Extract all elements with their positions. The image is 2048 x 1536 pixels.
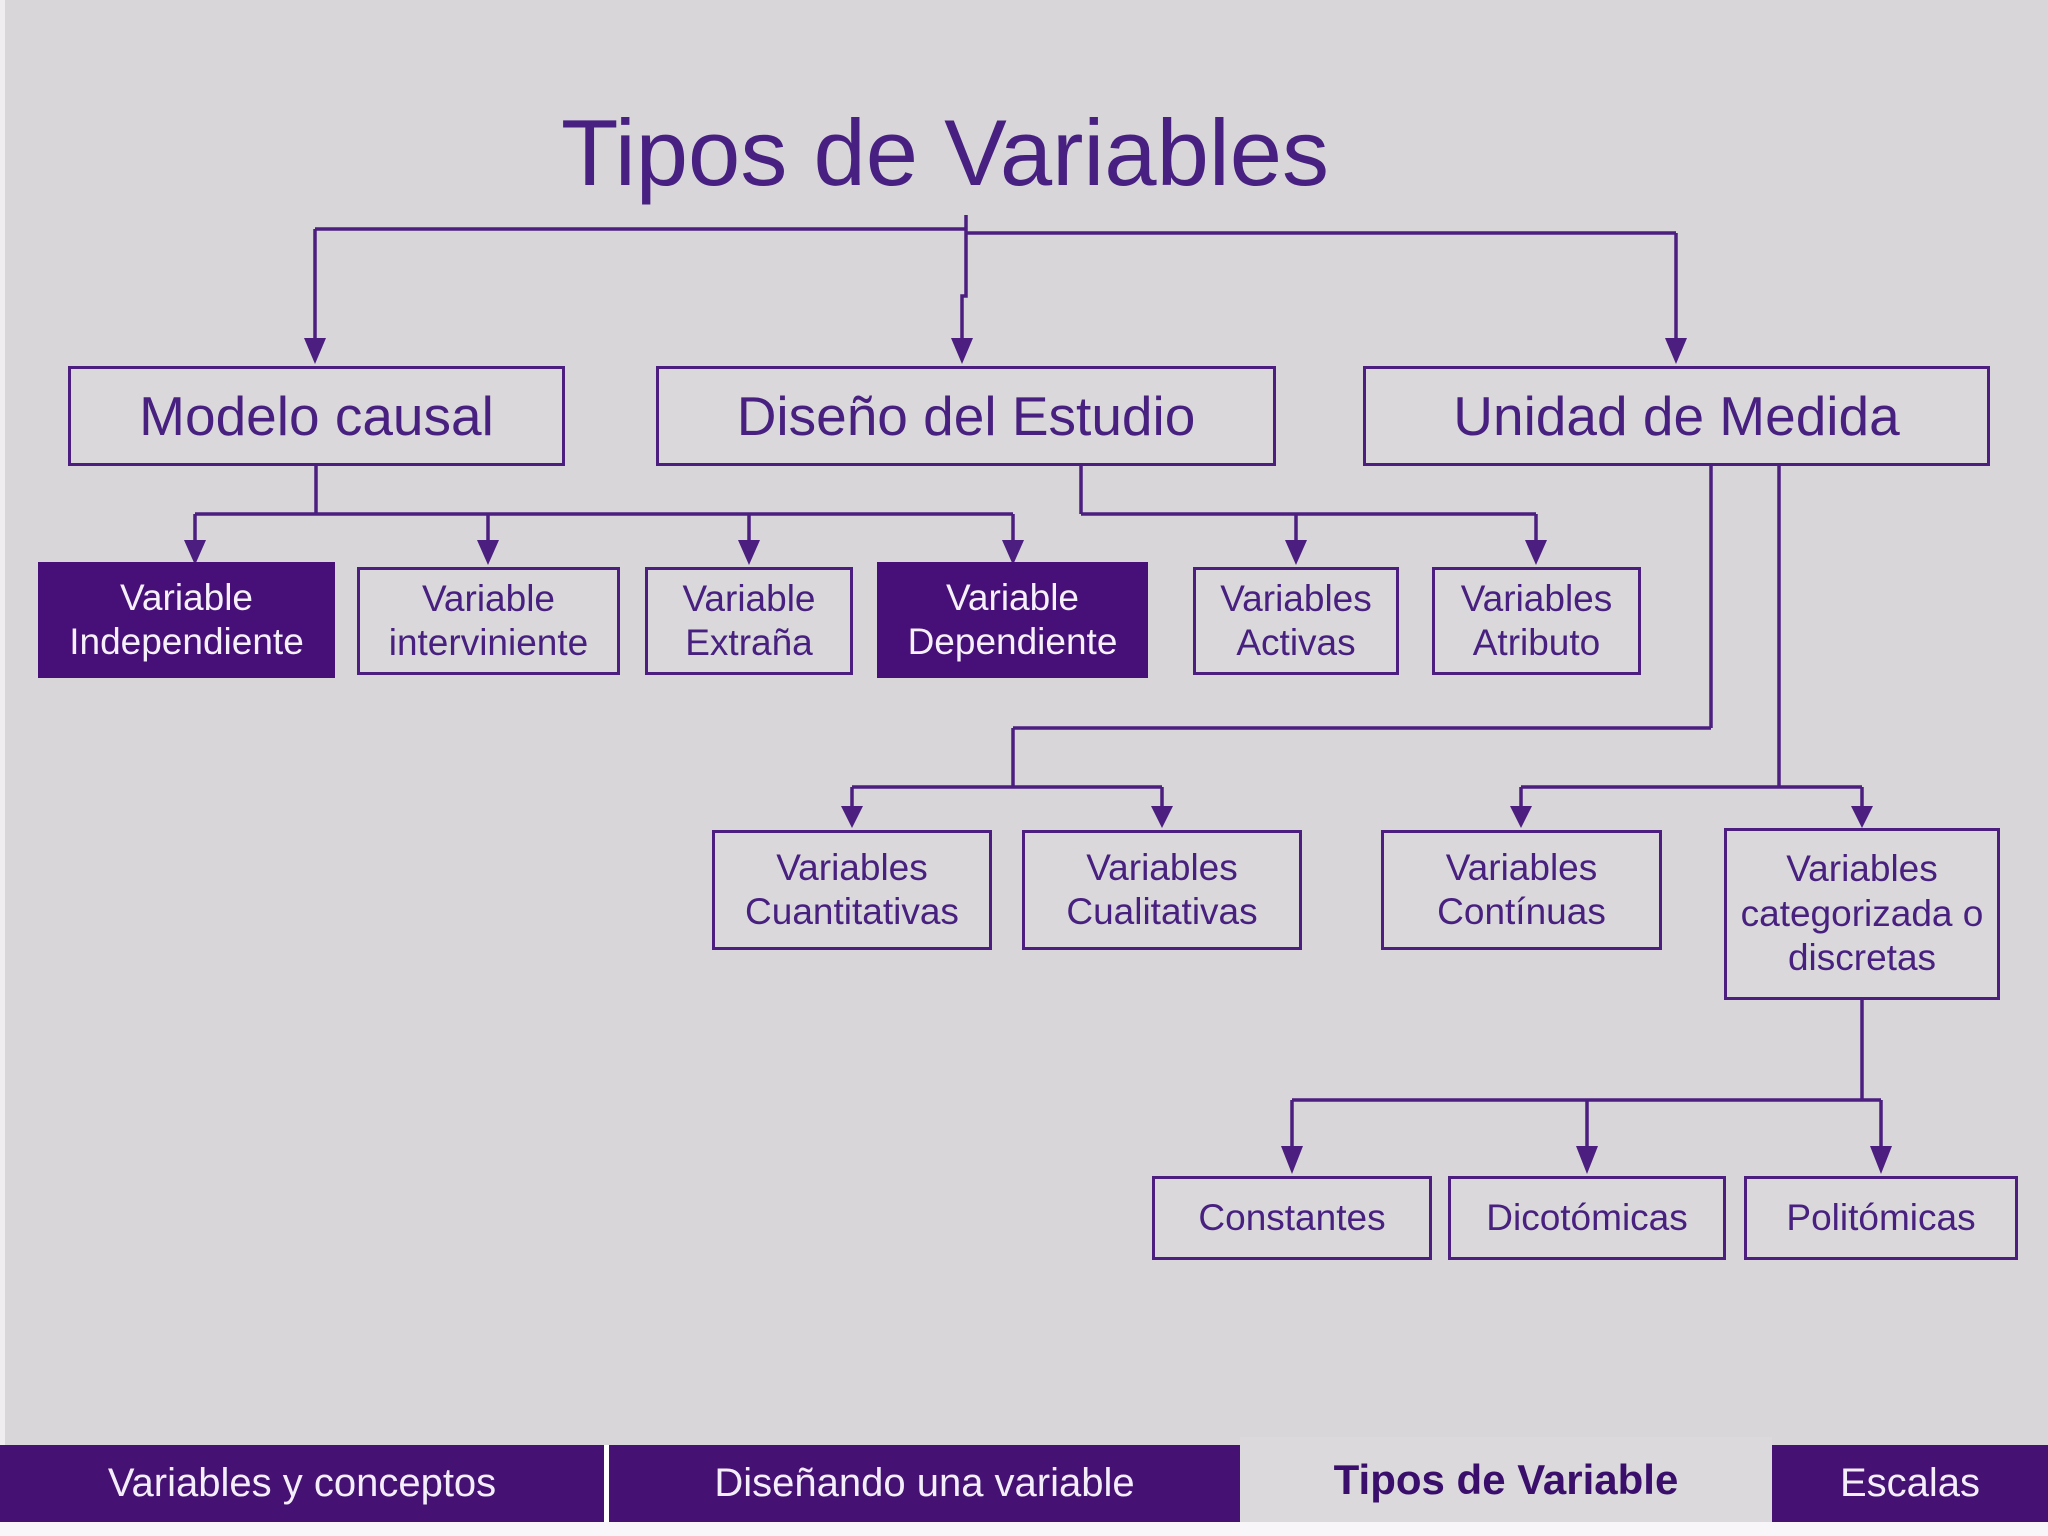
node-variables-cuantitativas: Variables Cuantitativas — [712, 830, 992, 950]
node-unidad-de-medida: Unidad de Medida — [1363, 366, 1990, 466]
node-politomicas: Politómicas — [1744, 1176, 2018, 1260]
node-modelo-causal: Modelo causal — [68, 366, 565, 466]
node-variables-continuas: Variables Contínuas — [1381, 830, 1662, 950]
tab-variables-y-conceptos[interactable]: Variables y conceptos — [0, 1445, 604, 1522]
slide-title: Tipos de Variables — [560, 100, 1330, 205]
node-constantes: Constantes — [1152, 1176, 1432, 1260]
node-variables-activas: Variables Activas — [1193, 567, 1399, 675]
node-variable-interviniente: Variable interviniente — [357, 567, 620, 675]
node-variable-extrana: Variable Extraña — [645, 567, 853, 675]
tab-escalas[interactable]: Escalas — [1772, 1445, 2048, 1522]
bottom-white-strip — [0, 1522, 2048, 1536]
tab-disenando-una-variable[interactable]: Diseñando una variable — [609, 1445, 1240, 1522]
left-edge-strip — [0, 0, 5, 1445]
node-dicotomicas: Dicotómicas — [1448, 1176, 1726, 1260]
node-variables-categorizada: Variables categorizada o discretas — [1724, 828, 2000, 1000]
node-diseno-del-estudio: Diseño del Estudio — [656, 366, 1276, 466]
tab-tipos-de-variable[interactable]: Tipos de Variable — [1240, 1437, 1772, 1522]
tab-divider — [604, 1445, 609, 1522]
node-variable-dependiente: Variable Dependiente — [877, 562, 1148, 678]
node-variables-atributo: Variables Atributo — [1432, 567, 1641, 675]
node-variable-independiente: Variable Independiente — [38, 562, 335, 678]
node-variables-cualitativas: Variables Cualitativas — [1022, 830, 1302, 950]
